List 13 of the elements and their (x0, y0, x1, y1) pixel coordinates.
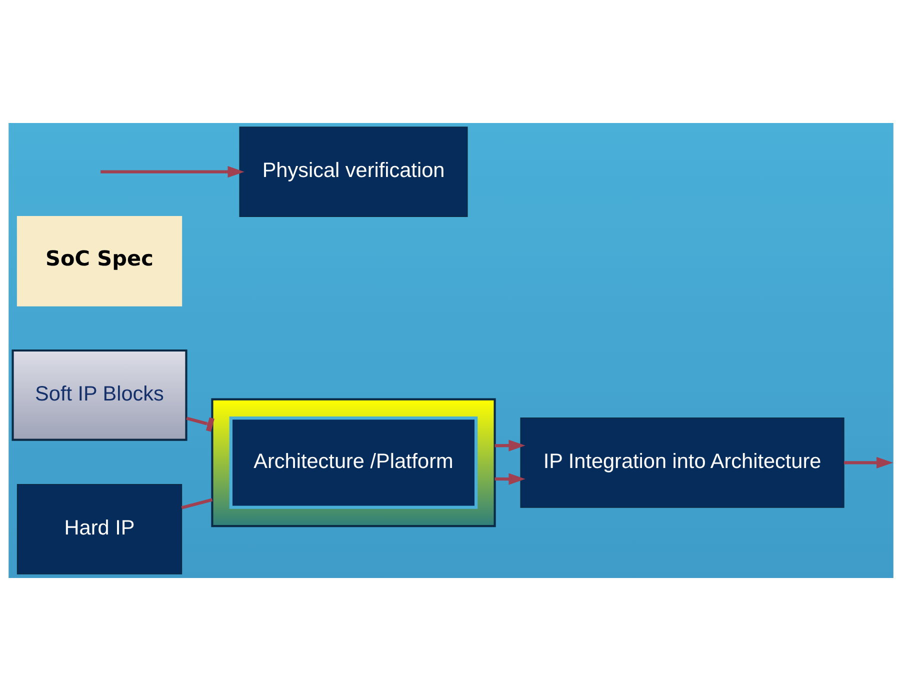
node-box: IP Integration into Architecture (520, 417, 844, 508)
arrow (844, 456, 894, 468)
connector (181, 498, 213, 509)
arrow (494, 439, 526, 451)
cluster (211, 398, 496, 527)
node-box: Architecture /Platform (229, 416, 478, 508)
node-box: Soft IP Blocks (12, 348, 188, 440)
arrow (100, 166, 244, 178)
arrow (494, 472, 526, 484)
node-box: SoC Spec (16, 215, 182, 306)
node-box: Hard IP (16, 483, 182, 574)
connector (186, 416, 214, 432)
node-box: Physical verification (239, 126, 468, 217)
